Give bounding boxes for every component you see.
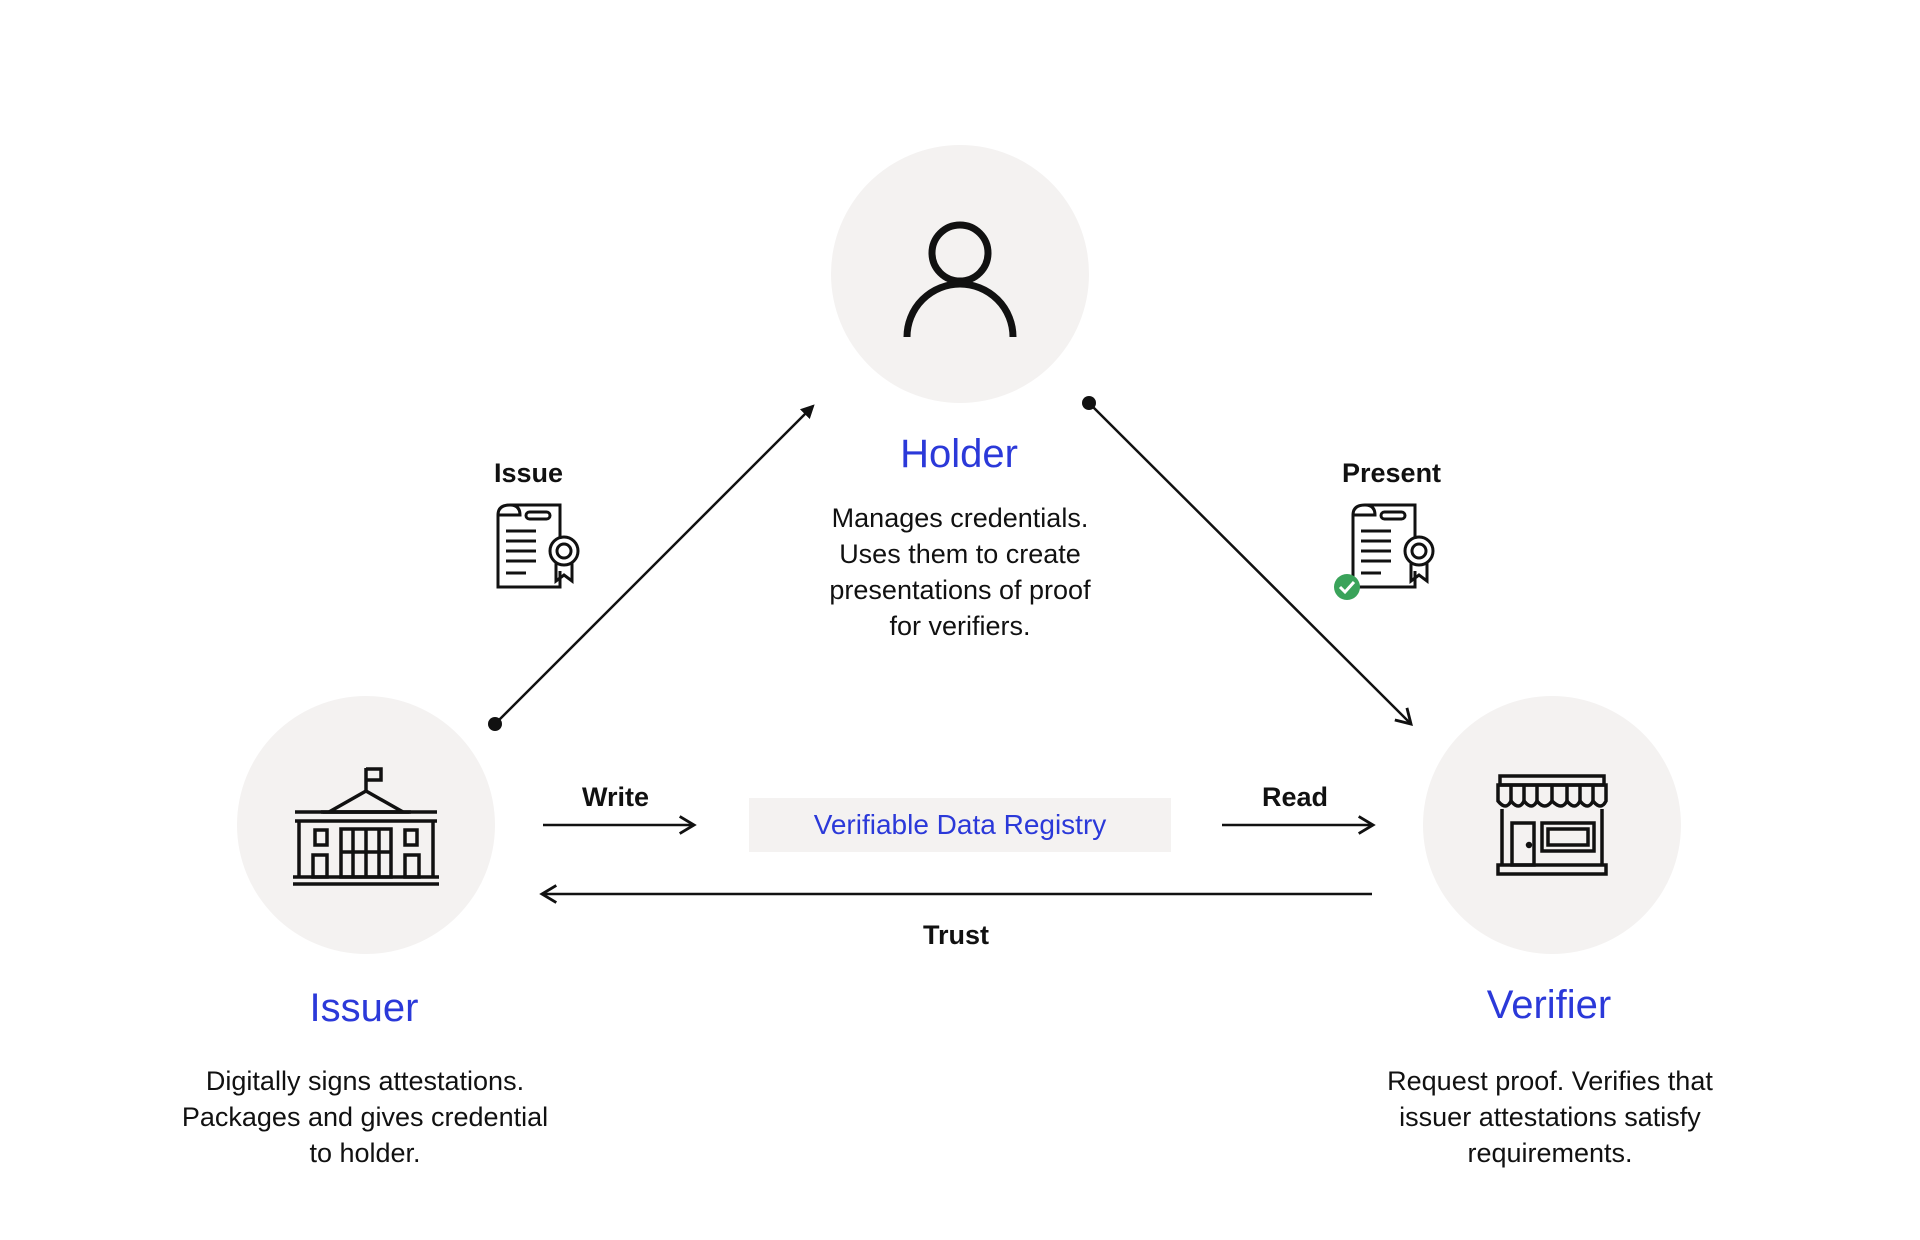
present-label: Present xyxy=(1342,458,1442,488)
registry-label: Verifiable Data Registry xyxy=(813,809,1107,840)
verifier-circle xyxy=(1423,696,1681,954)
holder-circle xyxy=(831,145,1089,403)
read-label: Read xyxy=(1262,782,1329,812)
storefront-icon xyxy=(1496,774,1608,876)
trust-label: Trust xyxy=(923,920,990,950)
issue-arrow xyxy=(488,404,815,731)
verifier-description: Request proof. Verifies that issuer atte… xyxy=(1387,1066,1713,1168)
verified-certificate-icon xyxy=(1334,503,1435,600)
issuer-circle xyxy=(237,696,495,954)
holder-description: Manages credentials. Uses them to create… xyxy=(829,503,1091,641)
person-icon xyxy=(903,221,1017,338)
verifiable-data-registry: Verifiable Data Registry xyxy=(749,798,1171,852)
present-arrow xyxy=(1082,396,1413,726)
issuer-title: Issuer xyxy=(309,986,419,1030)
check-badge-icon xyxy=(1334,574,1360,600)
verifier-title: Verifier xyxy=(1486,983,1612,1027)
write-label: Write xyxy=(582,782,650,812)
certificate-document-icon xyxy=(496,503,580,589)
issuer-description: Digitally signs attestations. Packages a… xyxy=(181,1066,549,1168)
holder-title: Holder xyxy=(900,432,1018,476)
issue-label: Issue xyxy=(494,458,564,488)
government-building-icon xyxy=(293,767,439,886)
